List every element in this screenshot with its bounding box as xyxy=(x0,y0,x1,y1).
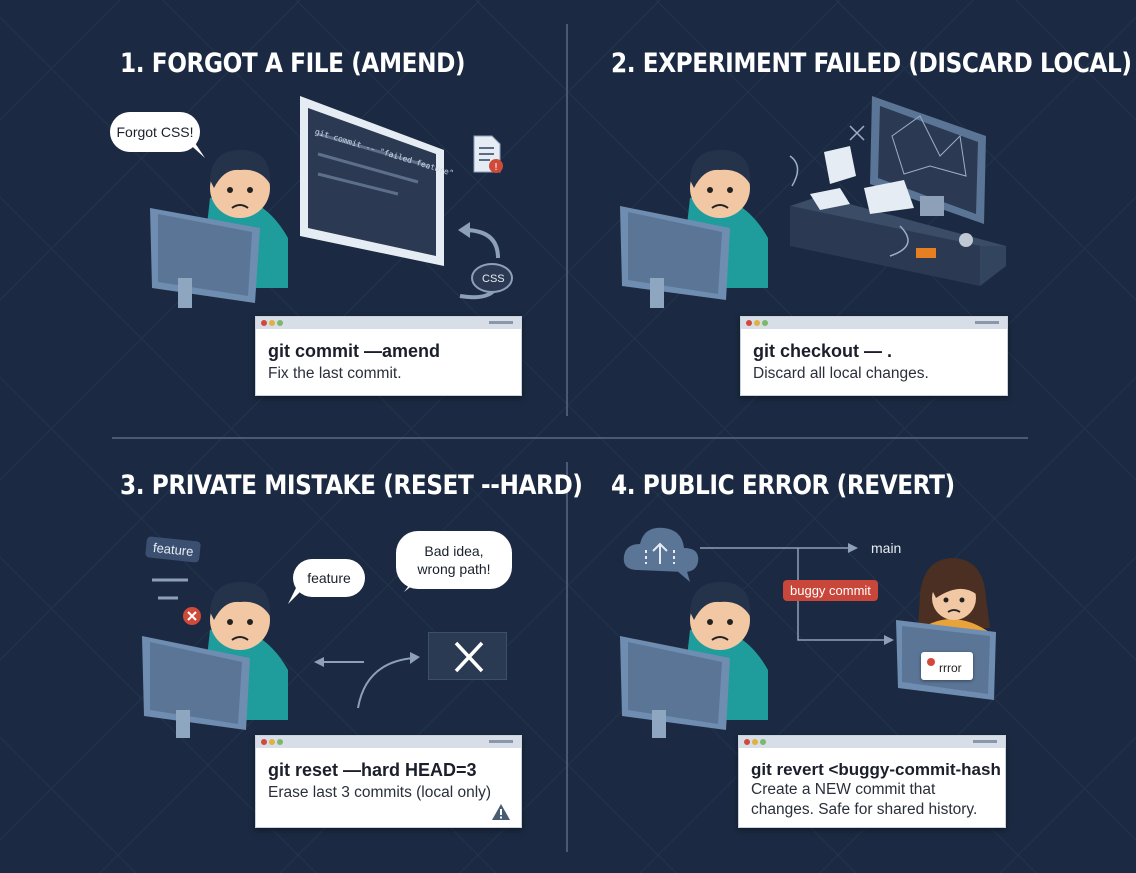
git-command: git reset —hard HEAD=3 xyxy=(268,760,477,780)
terminal-card: git commit —amend Fix the last commit. xyxy=(255,316,522,396)
command-description-line-1: Create a NEW commit that xyxy=(751,781,936,798)
error-popup: rrror xyxy=(921,652,973,680)
error-dot xyxy=(927,658,935,666)
panel-title: 2. EXPERIMENT FAILED (DISCARD LOCAL) xyxy=(611,48,1132,79)
speech-bubble-left: feature xyxy=(293,559,365,597)
close-icon xyxy=(454,641,484,673)
vertical-divider-bottom xyxy=(566,462,568,852)
bubble-line-2: wrong path! xyxy=(417,561,491,577)
git-command: git commit —amend xyxy=(268,341,441,361)
messy-desk-illustration xyxy=(789,96,1006,286)
developer-illustration xyxy=(142,581,288,738)
terminal-titlebar xyxy=(256,736,521,748)
sync-arrows-icon xyxy=(458,222,513,300)
bubble-tail xyxy=(288,588,304,604)
command-description-line-2: changes. Safe for shared history. xyxy=(751,801,978,818)
panel-title: 1. FORGOT A FILE (AMEND) xyxy=(120,48,466,79)
developer-illustration xyxy=(620,149,768,308)
speech-bubble: Forgot CSS! xyxy=(110,112,200,152)
bubble-tail xyxy=(185,140,205,158)
terminal-titlebar xyxy=(741,317,1007,329)
command-description: Erase last 3 commits (local only) xyxy=(268,784,492,801)
terminal-card: git revert <buggy-commit-hash Create a N… xyxy=(738,735,1006,828)
css-badge: CSS xyxy=(482,273,505,285)
branch-label: main xyxy=(871,540,902,556)
file-error-icon: ! xyxy=(473,135,503,173)
panel-title: 3. PRIVATE MISTAKE (RESET --HARD) xyxy=(120,470,583,501)
command-description: Fix the last commit. xyxy=(268,365,402,382)
coworker-illustration xyxy=(896,558,996,700)
panel-title: 4. PUBLIC ERROR (REVERT) xyxy=(611,470,955,501)
bubble-line-1: Bad idea, xyxy=(424,543,484,559)
branch-graph xyxy=(700,543,894,645)
flow-arrows xyxy=(314,652,420,709)
bubble-tail xyxy=(404,576,424,592)
terminal-titlebar xyxy=(739,736,1005,748)
terminal-titlebar xyxy=(256,317,521,329)
terminal-card: git checkout — . Discard all local chang… xyxy=(740,316,1008,396)
reject-box xyxy=(428,632,507,680)
speech-bubble-right: Bad idea, wrong path! xyxy=(396,531,512,589)
horizontal-divider xyxy=(112,437,1028,439)
developer-illustration xyxy=(620,581,768,738)
terminal-card: git reset —hard HEAD=3 Erase last 3 comm… xyxy=(255,735,522,828)
git-command: git checkout — . xyxy=(753,341,893,361)
error-tag: rrror xyxy=(939,661,962,675)
code-screen xyxy=(300,96,444,266)
git-command: git revert <buggy-commit-hash xyxy=(751,760,1001,779)
buggy-commit-tag: buggy commit xyxy=(783,580,878,601)
command-description: Discard all local changes. xyxy=(753,365,929,382)
svg-text:!: ! xyxy=(494,162,498,173)
warning-icon xyxy=(492,804,510,820)
developer-illustration xyxy=(150,149,288,308)
deleted-lines xyxy=(152,578,201,625)
cloud-upload-icon xyxy=(623,527,699,582)
vertical-divider-top xyxy=(566,24,568,416)
